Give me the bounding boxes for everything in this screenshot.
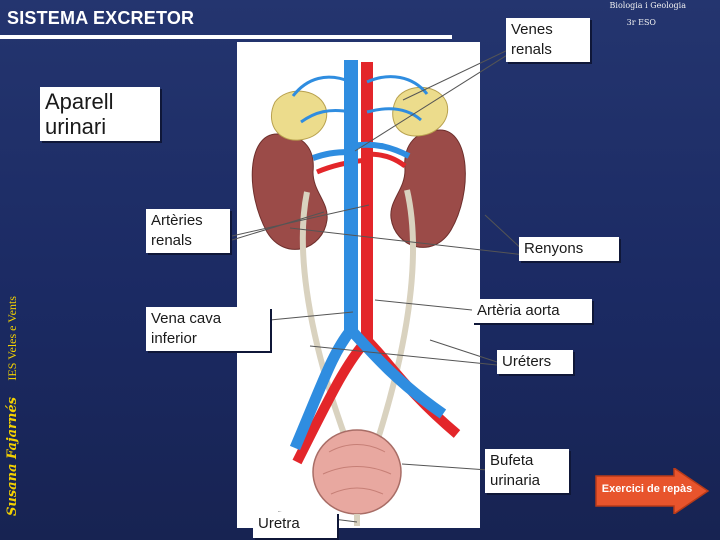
bufeta-urinaria-label: Bufeta urinaria [485, 449, 569, 493]
urinary-system-illustration [237, 42, 480, 528]
right-kidney [390, 129, 466, 248]
arteries-renals-label: Artèries renals [146, 209, 230, 253]
bladder-folds [322, 444, 392, 495]
vena-cava-inferior-label: Vena cava inferior [146, 307, 270, 351]
exercise-review-button[interactable]: Exercici de repàs [594, 468, 710, 514]
author-credit: Susana Fajarnés [5, 397, 20, 516]
left-adrenal-vessels [291, 75, 352, 124]
aparell-urinari-label: Aparell urinari [40, 87, 160, 141]
bufeta-urinaria-text: Bufeta urinaria [490, 452, 541, 489]
ureters-text: Uréters [502, 353, 552, 370]
urinary-system-drawing [251, 60, 466, 526]
aparell-urinari-text: Aparell urinari [45, 89, 114, 139]
arteries-renals-text: Artèries renals [151, 212, 203, 249]
left-renal-artery [316, 157, 368, 175]
slide-title: SISTEMA EXCRETOR [7, 8, 195, 28]
renyons-label: Renyons [519, 237, 619, 261]
venes-renals-text: Venes renals [511, 21, 553, 58]
right-adrenal-gland [392, 86, 449, 137]
bladder [312, 429, 402, 515]
right-iliac-vein [346, 326, 447, 419]
arteria-aorta-text: Artèria aorta [477, 302, 560, 319]
left-renal-vein [312, 149, 352, 161]
exercise-review-label: Exercici de repàs [601, 483, 693, 495]
title-underline [0, 35, 452, 39]
left-iliac-vein [289, 326, 356, 451]
school-credit: IES Veles e Vents [5, 296, 19, 381]
vena-cava-inferior-text: Vena cava inferior [151, 310, 222, 347]
left-kidney [251, 133, 328, 250]
course-level-caption: 3r ESO [626, 18, 656, 27]
left-adrenal-gland [270, 90, 328, 141]
vertical-credit: Susana Fajarnés IES Veles e Vents [3, 16, 23, 516]
subject-caption: Biologia i Geologia [609, 1, 687, 10]
ureters-label: Uréters [497, 350, 573, 374]
right-ureter [374, 189, 416, 443]
uretra-label: Uretra [253, 512, 337, 538]
uretra-text: Uretra [258, 515, 300, 532]
arrow-right-icon [595, 468, 710, 514]
arteria-aorta-label: Artèria aorta [472, 299, 592, 323]
right-renal-artery [366, 151, 407, 169]
renyons-text: Renyons [524, 240, 584, 257]
venes-renals-label: Venes renals [506, 18, 590, 62]
